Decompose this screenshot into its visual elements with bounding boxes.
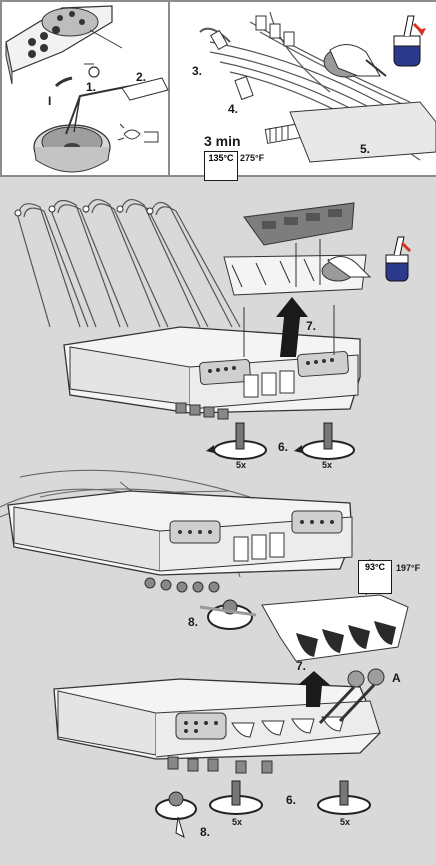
count-label-upper-left: 5x xyxy=(236,460,247,470)
drain-cleaning-illustration xyxy=(5,5,169,173)
step-label-5: 5. xyxy=(360,142,371,156)
autoclave-icon xyxy=(180,177,234,227)
step-label-3: 3. xyxy=(192,64,203,78)
count-label-upper-right: 5x xyxy=(322,460,333,470)
autoclave-temp-c: 135°C xyxy=(208,153,234,163)
step-label-1: 1. xyxy=(86,80,97,94)
count-label-lower-right: 5x xyxy=(340,817,351,827)
wipe-hand-icon xyxy=(321,256,372,282)
rotate-arrow-icon xyxy=(294,422,355,460)
count-label-lower-left: 5x xyxy=(232,817,243,827)
dental-unit-upper xyxy=(63,326,361,420)
indicator-circle xyxy=(88,66,100,78)
roman-label-i: I xyxy=(48,94,52,108)
cuspidor-bowl xyxy=(33,124,111,173)
step-label-2: 2. xyxy=(136,70,147,84)
instrument-heads xyxy=(209,15,295,101)
panel-main-sterilization: 3 min 135°C 275°F 7. 6. 5x 5x 8. 93°C 19… xyxy=(0,133,436,865)
rotate-arrow-icon xyxy=(206,422,267,460)
dental-unit-lower xyxy=(53,678,381,774)
autoclave-temp-box: 135°C xyxy=(204,151,238,181)
step-label-7-upper: 7. xyxy=(306,319,317,333)
step-label-8-lower: 8. xyxy=(200,825,211,839)
spittoon-icon xyxy=(117,123,159,143)
washer-temp-f: 197°F xyxy=(396,563,421,573)
step-label-6-upper: 6. xyxy=(278,440,289,454)
washer-temp-box: 93°C xyxy=(358,560,392,594)
rotate-arrow-icon xyxy=(199,599,257,630)
duration-label: 3 min xyxy=(204,133,241,149)
rotate-arrow-icon xyxy=(209,780,263,815)
cleaning-tool xyxy=(65,77,169,135)
hose-wiping-illustration xyxy=(199,11,436,163)
marker-balls xyxy=(318,668,385,725)
spray-bottle-icon xyxy=(385,236,412,282)
unit-sterilization-illustration xyxy=(0,177,412,838)
step-label-6-lower: 6. xyxy=(286,793,297,807)
panel-drain-cleaning: 1. 2. I xyxy=(0,0,170,177)
spray-bottle-icon xyxy=(393,15,426,67)
arrow-up-icon xyxy=(298,671,330,707)
step-label-8-middle: 8. xyxy=(188,615,199,629)
step-label-4: 4. xyxy=(228,102,239,116)
washer-temp-c: 93°C xyxy=(364,562,386,572)
instrument-holder-lower xyxy=(261,594,409,662)
panel-hose-wiping: 3. 4. 5. xyxy=(170,0,436,177)
rotate-arrow-icon xyxy=(155,791,197,838)
hose-clips-upper xyxy=(14,205,154,217)
wipe-hand-icon xyxy=(323,44,387,78)
marker-label-a: A xyxy=(392,671,401,685)
dental-unit-middle xyxy=(7,490,353,593)
arched-hoses-upper xyxy=(17,198,241,328)
control-keypad xyxy=(5,5,113,85)
step-label-7-lower: 7. xyxy=(296,659,307,673)
autoclave-temp-f: 275°F xyxy=(240,153,265,163)
rotate-arrow-icon xyxy=(317,780,371,815)
arrow-up-icon xyxy=(276,297,308,357)
